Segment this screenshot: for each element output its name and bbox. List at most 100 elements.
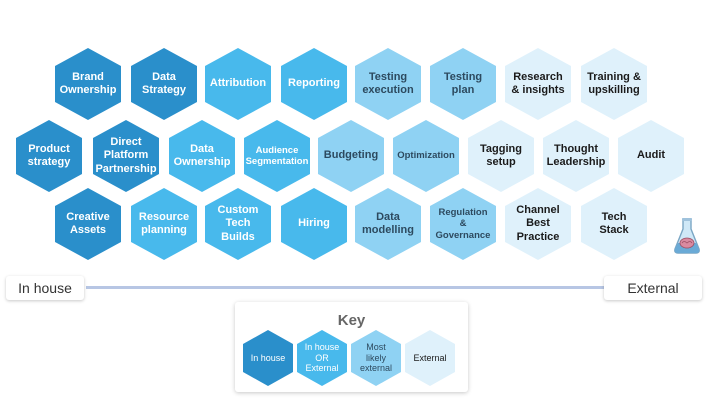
hex-label-line: Attribution	[209, 77, 267, 90]
hex-label-line: & insights	[511, 84, 565, 96]
hex-tile: Budgeting	[318, 120, 384, 192]
hex-label-line: Ownership	[59, 84, 117, 96]
hex-label-line: Best	[526, 217, 550, 230]
key-swatch: In house	[243, 330, 293, 386]
hex-label-line: Tech Stack	[599, 210, 629, 236]
hex-label-line: Practice	[516, 230, 560, 243]
hex-label-line: Testing	[443, 70, 483, 83]
hex-label-line: Data	[376, 210, 400, 223]
hex-label-line: Testing	[368, 70, 408, 83]
hex-label-line: Brand	[72, 70, 104, 83]
hex-label-line: Product	[28, 142, 70, 155]
hex-tile: Regulation &Governance	[430, 188, 496, 260]
key-swatch-label-line: OR	[315, 352, 329, 363]
hex-tile: Research& insights	[505, 48, 571, 120]
hex-label-line: Ownership	[173, 156, 231, 168]
axis-line	[86, 286, 604, 289]
key-swatch-label: External	[413, 353, 446, 364]
hex-label-line: Hiring	[298, 217, 330, 230]
hex-label-line: Research	[513, 70, 563, 83]
key-swatch-label-line: In house	[250, 352, 286, 363]
hex-label-line: Custom	[217, 204, 259, 217]
hex-label-line: Regulation &	[438, 206, 488, 230]
hex-label-line: Partnership	[95, 162, 157, 175]
hex-label-line: Reporting	[288, 77, 340, 90]
key-swatch-label-line: Most	[366, 341, 386, 352]
hex-label-line: Thought	[554, 142, 598, 155]
hex-label: Budgeting	[324, 149, 378, 162]
hex-label: Regulation &Governance	[435, 207, 491, 241]
hex-label-line: Builds	[221, 230, 255, 243]
hex-label-line: Data	[190, 142, 214, 155]
hex-label: Audit	[637, 149, 665, 162]
hex-label-line: Leadership	[546, 156, 606, 168]
hex-label-line: Optimization	[397, 150, 455, 162]
hex-tile: Training &upskilling	[581, 48, 647, 120]
hex-label: Tech Stack	[586, 211, 642, 237]
hex-label-line: Budgeting	[323, 149, 379, 162]
axis-label-external: External	[604, 276, 702, 300]
hex-label-line: Resource	[138, 210, 190, 223]
key-swatch-label-line: External	[305, 363, 339, 374]
axis-label-in-house: In house	[6, 276, 84, 300]
hex-label-line: Direct	[110, 136, 142, 149]
hex-label: Optimization	[397, 150, 455, 161]
hex-label: Hiring	[298, 217, 330, 230]
hex-label-line: strategy	[27, 156, 71, 168]
hex-tile: Attribution	[205, 48, 271, 120]
flask-brain-icon	[674, 218, 700, 254]
key-swatch-label-line: likely	[365, 352, 386, 363]
hex-label-line: Data	[152, 70, 176, 83]
hex-label-line: upskilling	[588, 84, 640, 96]
key-swatch-label: In house	[251, 353, 286, 364]
hex-label-line: Creative	[66, 210, 110, 223]
hex-label-line: Audience	[255, 144, 299, 156]
key-swatch-label-line: In house	[304, 341, 340, 352]
hex-label: Research& insights	[511, 71, 564, 97]
hex-label-line: Assets	[69, 224, 107, 236]
hex-label-line: plan	[451, 84, 475, 96]
hex-label-line: Channel	[516, 204, 560, 217]
key-swatch: External	[405, 330, 455, 386]
hex-tile: Audit	[618, 120, 684, 192]
key-swatch-label-line: External	[413, 352, 447, 363]
hex-label-line: modelling	[362, 224, 414, 236]
hex-label-line: Tagging	[480, 142, 522, 155]
hex-label-line: planning	[141, 224, 187, 236]
hex-label-line: Strategy	[141, 84, 187, 96]
hex-tile: Tech Stack	[581, 188, 647, 260]
hex-tile: Reporting	[281, 48, 347, 120]
hex-tile: Optimization	[393, 120, 459, 192]
hex-label: Training &upskilling	[587, 71, 641, 97]
hex-tile: Hiring	[281, 188, 347, 260]
hex-label-line: execution	[362, 84, 414, 96]
